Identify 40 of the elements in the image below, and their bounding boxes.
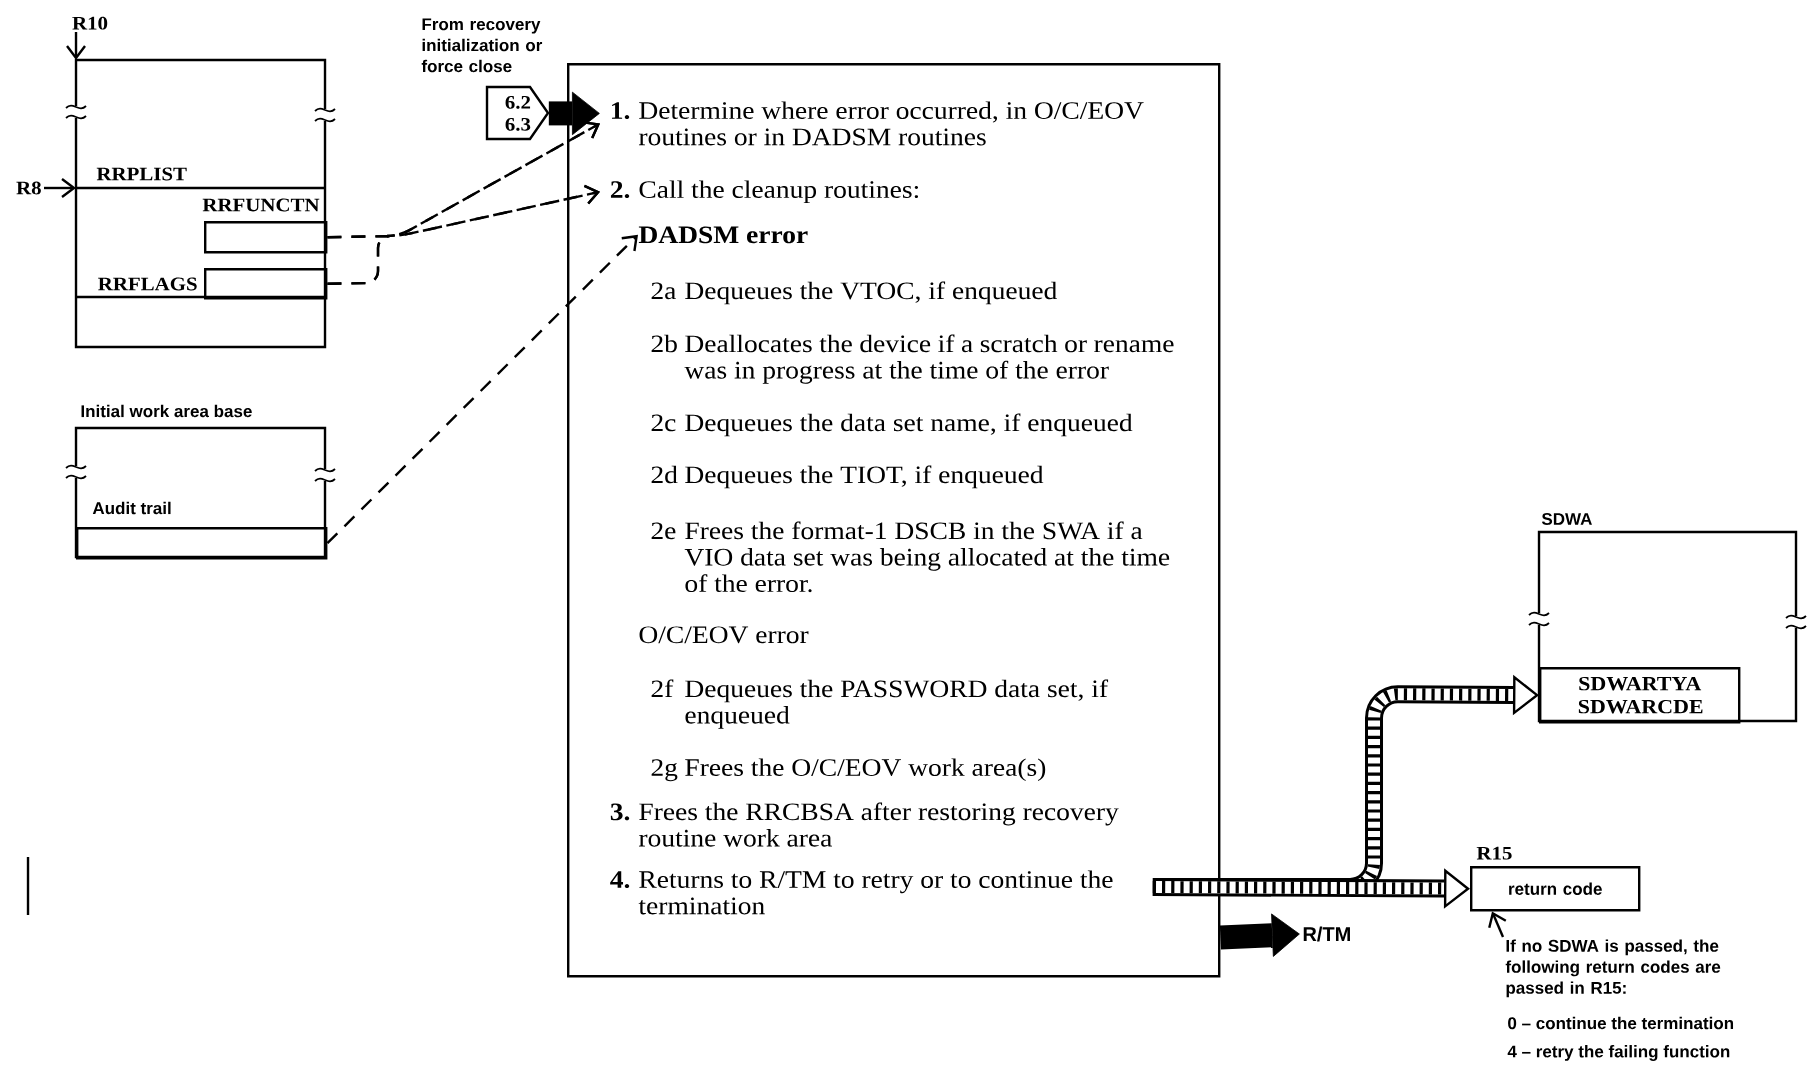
step-text: 1. Determine where error occurred, in O/C/EOV routines or in DADSM routines bbox=[612, 101, 1144, 146]
return-code-item: 4 – retry the failing function bbox=[1507, 1045, 1730, 1061]
block-arrow bbox=[548, 91, 600, 136]
field-box: Audit trail bbox=[76, 501, 328, 560]
node-label: Audit trail bbox=[92, 501, 171, 515]
arrow bbox=[44, 178, 76, 198]
section-heading: DADSM error bbox=[638, 226, 808, 244]
off-page-connector: 6.2 6.3 bbox=[485, 85, 550, 141]
target-label: R/TM bbox=[1303, 926, 1350, 942]
field-box: RRFUNCTN bbox=[202, 198, 328, 254]
leader-line bbox=[1488, 911, 1507, 938]
dashed-arrow bbox=[327, 184, 600, 285]
step-text: 2f Dequeues the PASSWORD data set, if enqueued bbox=[651, 679, 1109, 729]
arrow bbox=[66, 32, 86, 60]
node-label: RRFUNCTN bbox=[202, 198, 320, 212]
register-label: R10 bbox=[72, 16, 108, 30]
dashed-arrow bbox=[326, 234, 638, 545]
step-text: 2c Dequeues the data set name, if enqueued bbox=[651, 413, 1133, 437]
section-heading: O/C/EOV error bbox=[639, 626, 809, 644]
step-text: 2e Frees the format-1 DSCB in the SWA if a VIO data set was being allocated at the time of the error. bbox=[651, 521, 1170, 593]
node-label: SDWA bbox=[1541, 512, 1592, 526]
step-text: 2a Dequeues the VTOC, if enqueued bbox=[651, 281, 1057, 305]
process-box bbox=[567, 63, 1221, 978]
block-arrow bbox=[1219, 913, 1300, 957]
step-text: 2b Deallocates the device if a scratch or rename was in progress at the time of the error bbox=[651, 334, 1174, 384]
step-text: 2g Frees the O/C/EOV work area(s) bbox=[651, 758, 1046, 782]
return-code-item: 0 – continue the termination bbox=[1508, 1016, 1734, 1030]
node-label: Initial work area base bbox=[81, 404, 252, 418]
register-label: R15 bbox=[1476, 846, 1512, 860]
step-text: 2. Call the cleanup routines: bbox=[610, 180, 918, 204]
note-text: From recovery initialization or force close bbox=[421, 18, 543, 73]
note-text: If no SDWA is passed, the following return codes are passed in R15: bbox=[1505, 939, 1721, 998]
step-text: 2d Dequeues the TIOT, if enqueued bbox=[651, 465, 1044, 489]
step-text: 4. Returns to R/TM to retry or to continue the termination bbox=[610, 870, 1113, 915]
field-box: SDWARTYA SDWARCDE bbox=[1539, 667, 1741, 724]
field-box: RRFLAGS bbox=[98, 268, 328, 300]
step-text: 3. Frees the RRCBSA after restoring recovery routine work area bbox=[610, 802, 1119, 847]
register-label: R8 bbox=[16, 181, 41, 195]
return-code-box: return code bbox=[1470, 866, 1641, 912]
node-label: RRFLAGS bbox=[98, 277, 197, 291]
